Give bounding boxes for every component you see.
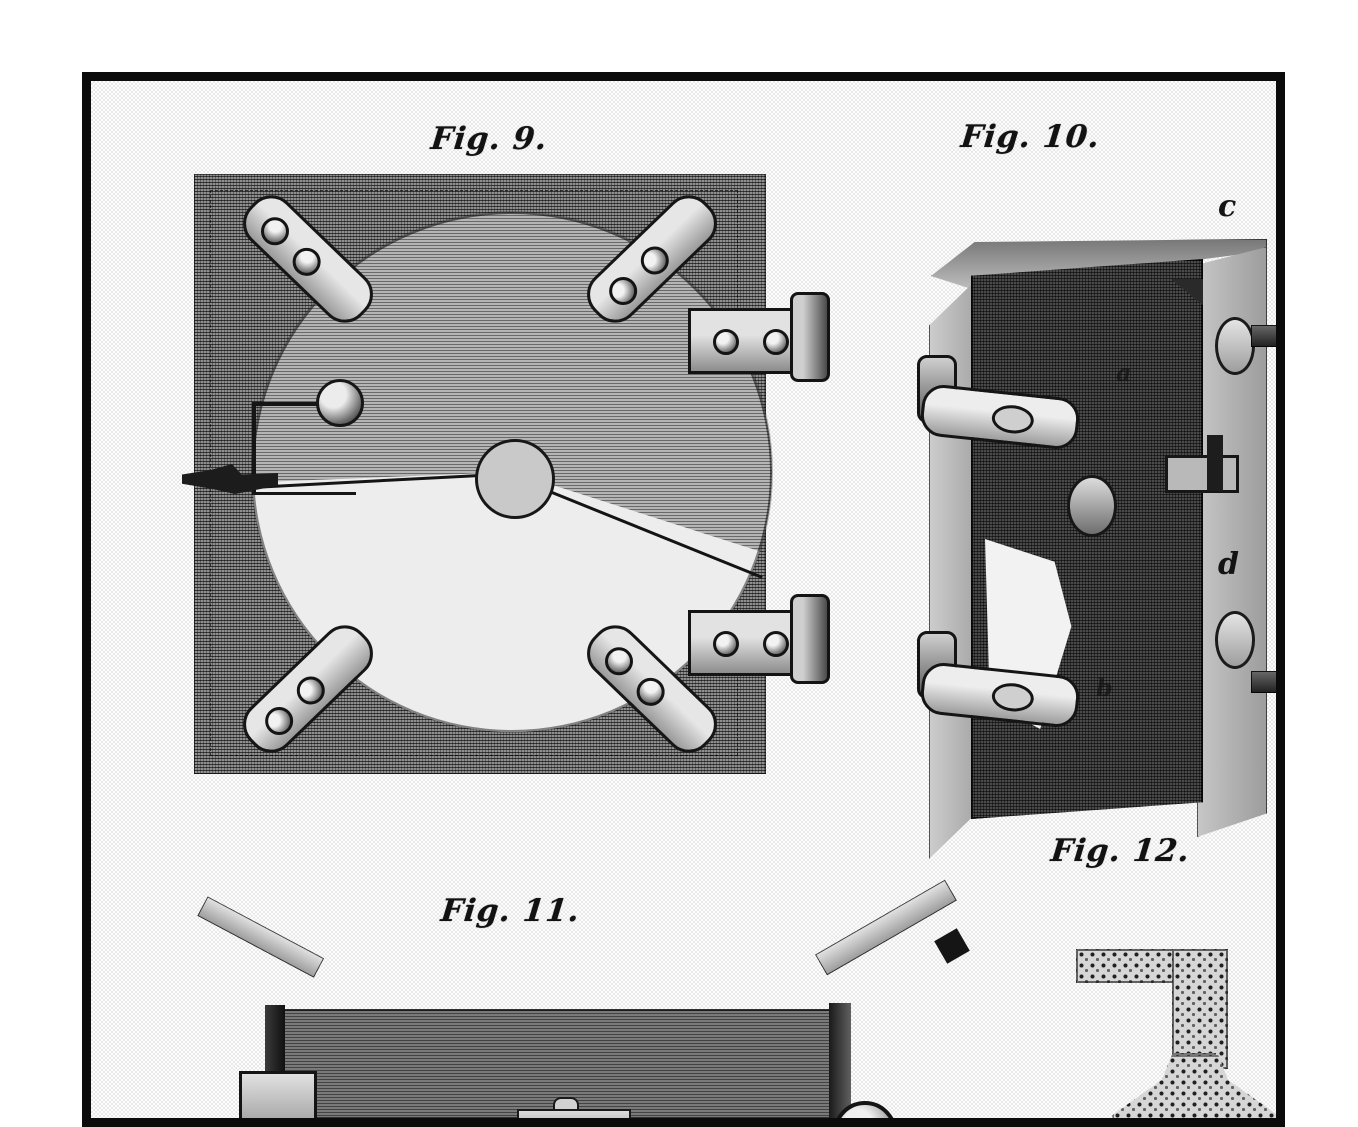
fig10-center-disk bbox=[1067, 475, 1117, 537]
bolt-shank bbox=[1251, 325, 1276, 347]
label-b: b bbox=[1096, 673, 1113, 702]
fig11-block-left bbox=[239, 1071, 317, 1118]
rivet-icon bbox=[630, 672, 671, 712]
fig11-lower-rail bbox=[265, 1119, 875, 1127]
clamp-eye-icon bbox=[990, 681, 1036, 714]
rivet-icon bbox=[291, 670, 331, 711]
rivet-icon bbox=[763, 631, 789, 657]
rivet-icon bbox=[255, 211, 295, 252]
fig10-t-bolt-d bbox=[1251, 651, 1276, 711]
fig9-hinge-cap-bottom bbox=[790, 594, 830, 684]
clamp-eye-icon bbox=[990, 403, 1036, 436]
fig12-vertical-arm bbox=[1172, 949, 1228, 1069]
fig10-latch-plate bbox=[1165, 455, 1239, 493]
rivet-icon bbox=[635, 240, 675, 281]
figure-9-caption: Fig. 9. bbox=[429, 121, 550, 157]
figure-12-caption: Fig. 12. bbox=[1049, 833, 1192, 869]
fig10-latch-pin bbox=[1207, 435, 1223, 491]
fig10-mortise-lower bbox=[1215, 611, 1255, 669]
figure-11 bbox=[197, 879, 1021, 1127]
foot-stem bbox=[259, 1123, 285, 1127]
label-c: c bbox=[1218, 189, 1237, 224]
rivet-icon bbox=[599, 641, 639, 682]
rivet-icon bbox=[286, 242, 327, 282]
figure-10-caption: Fig. 10. bbox=[959, 119, 1102, 155]
fig11-center-latch bbox=[517, 1109, 631, 1118]
rivet-icon bbox=[259, 701, 299, 741]
fig12-claw-base bbox=[1112, 1055, 1276, 1118]
rivet-icon bbox=[713, 329, 739, 355]
fig9-bracket-arm bbox=[252, 402, 356, 495]
label-a: a bbox=[1116, 358, 1132, 387]
fig9-hinge-cap-top bbox=[790, 292, 830, 382]
figure-11-caption: Fig. 11. bbox=[439, 893, 582, 929]
label-d: d bbox=[1218, 547, 1239, 582]
plate-border-frame: Fig. 9. Fig. 10. Fig. 11. Fig. 12. c d a… bbox=[82, 72, 1285, 1127]
figure-9 bbox=[182, 174, 830, 794]
fig11-post-right bbox=[829, 1003, 851, 1118]
bolt-shank bbox=[1251, 671, 1276, 693]
figure-12 bbox=[1076, 941, 1276, 1118]
figure-10 bbox=[917, 239, 1276, 879]
fig10-t-bolt-c bbox=[1251, 305, 1276, 365]
rivet-icon bbox=[713, 631, 739, 657]
fig9-center-hub bbox=[475, 439, 555, 519]
fig9-pivot-knob bbox=[316, 379, 364, 427]
fig11-claw-foot-left bbox=[229, 1123, 321, 1127]
rivet-icon bbox=[763, 329, 789, 355]
fig10-interior-cavity bbox=[971, 259, 1203, 819]
rivet-icon bbox=[603, 271, 643, 311]
fig10-mortise-upper bbox=[1215, 317, 1255, 375]
